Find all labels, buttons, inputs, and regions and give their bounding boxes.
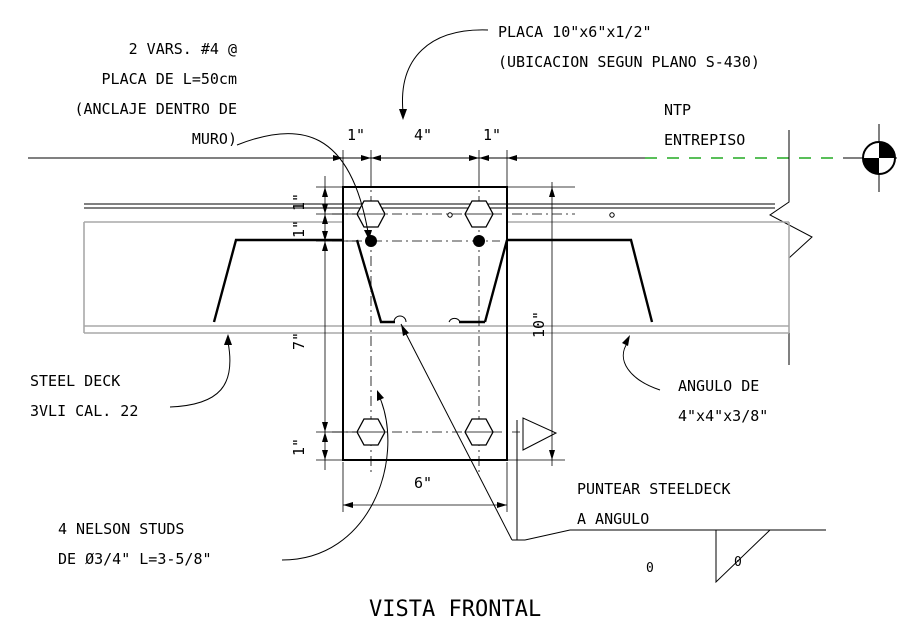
- svg-text:STEEL DECK: STEEL DECK: [30, 372, 120, 390]
- label-placa: PLACA 10"x6"x1/2" (UBICACION SEGUN PLANO…: [498, 23, 760, 71]
- leader-angulo: [622, 335, 661, 391]
- dim-left-7: 7": [290, 332, 308, 350]
- svg-text:PLACA DE L=50cm: PLACA DE L=50cm: [102, 70, 237, 88]
- leader-studs: [281, 390, 389, 561]
- svg-text:(UBICACION SEGUN PLANO S-430): (UBICACION SEGUN PLANO S-430): [498, 53, 760, 71]
- label-puntear: PUNTEAR STEELDECK A ANGULO: [577, 480, 731, 528]
- dim-left-1: 1": [290, 193, 308, 211]
- slab-top-lines: [84, 203, 775, 209]
- svg-text:ANGULO DE: ANGULO DE: [678, 377, 759, 395]
- svg-text:(ANCLAJE DENTRO DE: (ANCLAJE DENTRO DE: [74, 100, 237, 118]
- label-steel-deck: STEEL DECK 3VLI CAL. 22: [30, 372, 138, 420]
- svg-text:ENTREPISO: ENTREPISO: [664, 131, 745, 149]
- steel-angle: [83, 221, 790, 334]
- label-ntp: NTP ENTREPISO: [664, 101, 745, 149]
- wall-break-line: [769, 130, 813, 365]
- dimension-bottom: [342, 462, 508, 512]
- svg-text:DE Ø3/4" L=3-5/8": DE Ø3/4" L=3-5/8": [58, 550, 212, 568]
- stud-nut-top-left: [356, 200, 386, 228]
- dim-width: 6": [414, 474, 432, 492]
- dim-top-left: 1": [347, 126, 365, 144]
- stud-nut-bottom-left: [356, 418, 386, 446]
- svg-text:3VLI CAL. 22: 3VLI CAL. 22: [30, 402, 138, 420]
- svg-text:PLACA 10"x6"x1/2": PLACA 10"x6"x1/2": [498, 23, 652, 41]
- dim-top-right: 1": [483, 126, 501, 144]
- dim-top-mid: 4": [414, 126, 432, 144]
- leader-placa: [399, 29, 489, 120]
- steel-plate: [342, 186, 508, 461]
- dim-left-bottom: 1": [290, 438, 308, 456]
- rebar-left: [365, 235, 377, 247]
- rebar-right: [473, 235, 485, 247]
- svg-text:A ANGULO: A ANGULO: [577, 510, 649, 528]
- view-title: VISTA FRONTAL: [369, 597, 541, 622]
- weld-symbol: [400, 323, 826, 584]
- weld-value-right: 0: [734, 555, 742, 570]
- svg-text:NTP: NTP: [664, 101, 691, 119]
- label-angulo: ANGULO DE 4"x4"x3/8": [678, 377, 768, 425]
- dim-height: 10": [530, 311, 548, 338]
- dimension-top: [333, 150, 517, 186]
- svg-text:PUNTEAR STEELDECK: PUNTEAR STEELDECK: [577, 480, 731, 498]
- svg-text:MURO): MURO): [192, 130, 237, 148]
- label-studs: 4 NELSON STUDS DE Ø3/4" L=3-5/8": [58, 520, 212, 568]
- steel-deck-profile: [212, 238, 654, 324]
- svg-text:4"x4"x3/8": 4"x4"x3/8": [678, 407, 768, 425]
- dim-left-2: 1": [290, 220, 308, 238]
- stud-nut-bottom-right: [464, 418, 494, 446]
- stud-nut-top-right: [464, 200, 494, 228]
- svg-text:2 VARS. #4 @: 2 VARS. #4 @: [129, 40, 237, 58]
- svg-text:4 NELSON STUDS: 4 NELSON STUDS: [58, 520, 184, 538]
- leader-steel-deck: [169, 334, 232, 408]
- dimension-left: [316, 176, 356, 470]
- weld-value-left: 0: [646, 561, 654, 576]
- level-marker-icon: [843, 124, 897, 192]
- label-varillas: 2 VARS. #4 @ PLACA DE L=50cm (ANCLAJE DE…: [74, 40, 237, 148]
- leader-varillas: [236, 133, 372, 240]
